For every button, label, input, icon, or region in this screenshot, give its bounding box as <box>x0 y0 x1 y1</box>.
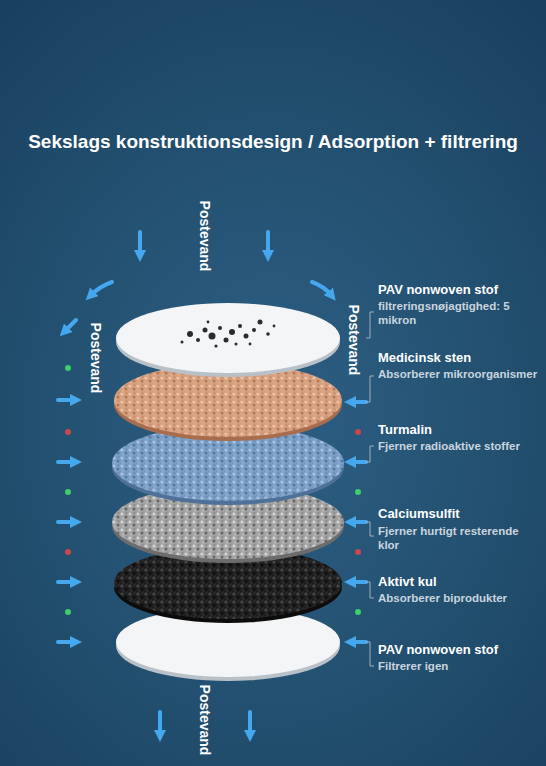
art-circle <box>238 324 242 328</box>
flow-label: Postevand <box>197 201 213 272</box>
art-path <box>350 460 366 464</box>
art-path <box>350 580 366 584</box>
art-path <box>58 520 76 524</box>
water-arrows <box>58 232 366 736</box>
diagram-title: Sekslags konstruktionsdesign / Adsorptio… <box>0 130 546 154</box>
art-path <box>350 400 366 404</box>
art-path <box>138 232 142 256</box>
art-circle <box>65 365 71 371</box>
art-circle <box>355 549 361 555</box>
art-path <box>366 446 374 462</box>
art-path <box>350 520 366 524</box>
layer-name: Calciumsulfit <box>378 506 460 522</box>
flow-label: Postevand <box>346 305 362 376</box>
layer-name: Turmalin <box>378 422 432 438</box>
art-circle <box>249 343 252 346</box>
art-circle <box>355 489 361 495</box>
art-circle <box>218 326 222 330</box>
art-path <box>366 312 374 338</box>
layer-name: Aktivt kul <box>378 574 437 590</box>
art-circle <box>252 328 256 332</box>
art-circle <box>187 331 193 337</box>
art-circle <box>65 429 71 435</box>
layer-description: filtreringsnøjagtighed: 5 mikron <box>378 299 540 327</box>
art-circle <box>209 333 216 340</box>
art-circle <box>65 489 71 495</box>
art-circle <box>207 321 210 324</box>
art-path <box>366 642 374 666</box>
art-path <box>58 580 76 584</box>
art-circle <box>258 320 263 325</box>
art-circle <box>355 429 361 435</box>
layer-description: Absorberer mikroorganismer <box>378 367 540 381</box>
layer-description: Absorberer biprodukter <box>378 591 540 605</box>
layer-description: Fjerner hurtigt resterende klor <box>378 524 540 552</box>
art-path <box>248 712 252 736</box>
leader-lines <box>366 312 374 666</box>
dirt-specks <box>181 320 276 348</box>
art-path <box>90 282 112 296</box>
status-dots <box>65 365 361 615</box>
art-path <box>312 282 332 296</box>
art-circle <box>203 328 208 333</box>
nonwoven-disc <box>116 303 340 373</box>
art-circle <box>214 344 217 347</box>
art-circle <box>273 325 276 328</box>
layer-description: Filtrerer igen <box>378 659 540 673</box>
art-path <box>366 522 374 536</box>
art-path <box>58 460 76 464</box>
art-circle <box>229 329 235 335</box>
layer-description: Fjerner radioaktive stoffer <box>378 439 540 453</box>
art-circle <box>65 609 71 615</box>
art-circle <box>244 334 249 339</box>
art-path <box>58 398 76 402</box>
flow-label: Postevand <box>197 685 213 756</box>
art-path <box>64 320 76 332</box>
art-circle <box>181 341 184 344</box>
art-circle <box>196 338 200 342</box>
art-circle <box>355 609 361 615</box>
filter-discs <box>112 303 344 681</box>
layer-name: Medicinsk sten <box>378 350 471 366</box>
art-path <box>266 232 270 256</box>
layer-name: PAV nonwoven stof <box>378 282 498 298</box>
art-circle <box>266 332 270 336</box>
layer-name: PAV nonwoven stof <box>378 642 498 658</box>
flow-label: Postevand <box>88 323 104 394</box>
art-path <box>350 640 366 644</box>
art-path <box>366 582 374 598</box>
art-circle <box>224 338 229 343</box>
art-path <box>158 712 162 736</box>
art-circle <box>65 549 71 555</box>
art-path <box>58 640 76 644</box>
art-circle <box>235 343 238 346</box>
art-path <box>366 376 374 402</box>
